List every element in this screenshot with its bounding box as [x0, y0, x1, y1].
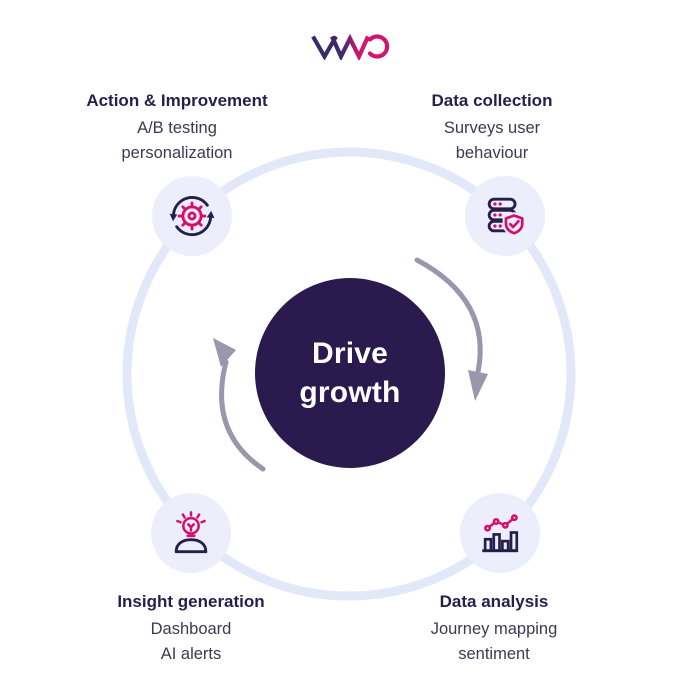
stage-subtitle-line: Dashboard [150, 620, 232, 638]
clockwise-arrow-left [213, 338, 266, 472]
stage-subtitle-line: Journey mapping [430, 620, 558, 638]
vwo-logo: VWO [310, 30, 390, 62]
stage-subtitle: Journey mapping sentiment [374, 617, 614, 666]
stage-subtitle: Surveys user behaviour [372, 116, 612, 165]
data-collection-icon-circle [465, 176, 545, 256]
stage-subtitle: Dashboard AI alerts [71, 617, 311, 666]
outer-ring [122, 147, 576, 601]
stage-title: Data collection [431, 91, 553, 110]
stage-subtitle-line: behaviour [455, 143, 529, 162]
center-text-line2: growth [299, 376, 401, 409]
stage-subtitle-line: A/B testing [137, 119, 217, 137]
action-improvement-icon-circle [152, 176, 232, 256]
stage-title: Action & Improvement [86, 91, 268, 110]
stage-subtitle: A/B testing personalization [57, 116, 297, 165]
vwo-logo-mark [311, 33, 390, 62]
stage-data-collection: Data collection Surveys user behaviour [372, 90, 612, 165]
database-shield-icon [487, 197, 526, 237]
insight-generation-icon-circle [151, 493, 231, 573]
stage-subtitle-line: personalization [121, 143, 233, 162]
data-analysis-icon-circle [460, 493, 540, 573]
lightbulb-person-icon [174, 511, 208, 554]
stage-data-analysis: Data analysis Journey mapping sentiment [374, 591, 614, 666]
stage-insight-generation: Insight generation Dashboard AI alerts [71, 591, 311, 666]
stage-title: Data analysis [439, 592, 549, 611]
stage-action-improvement: Action & Improvement A/B testing persona… [57, 90, 297, 165]
clockwise-arrow-right [414, 257, 488, 401]
stage-subtitle-line: sentiment [458, 644, 530, 663]
drive-growth-circle: Drive growth [255, 278, 445, 468]
bar-chart-trend-icon [482, 514, 519, 553]
sync-gear-icon [169, 195, 215, 237]
stage-title: Insight generation [117, 592, 265, 611]
center-text-line1: Drive [311, 337, 389, 370]
stage-subtitle-line: AI alerts [160, 644, 222, 663]
stage-subtitle-line: Surveys user [443, 119, 541, 137]
